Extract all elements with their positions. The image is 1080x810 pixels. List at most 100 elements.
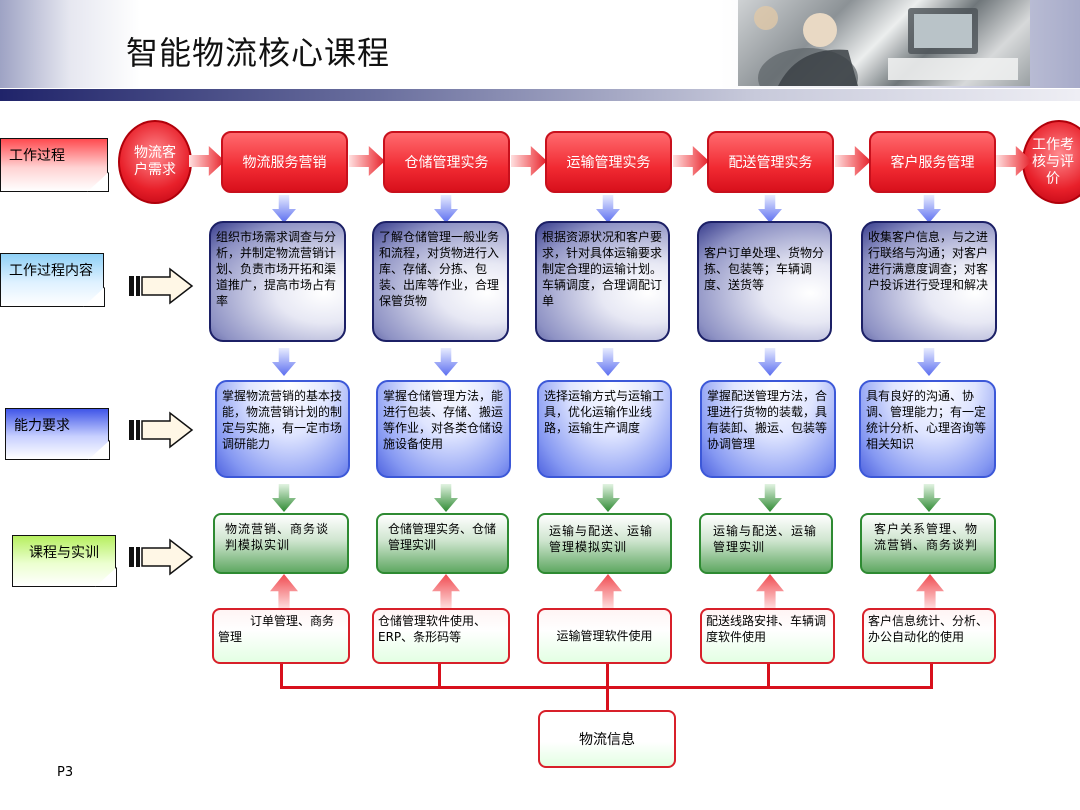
content-box-4: 客户订单处理、货物分拣、包装等；车辆调度、送货等 <box>697 221 832 342</box>
connector-line <box>280 664 283 688</box>
header-rule <box>0 89 1080 101</box>
label-work-process-text: 工作过程 <box>9 148 65 164</box>
ability-box-text: 掌握物流营销的基本技能，物流营销计划的制定与实施，有一定市场调研能力 <box>222 389 343 451</box>
down-arrow-icon <box>272 484 296 512</box>
connector-line <box>930 664 933 688</box>
down-arrow-icon <box>596 195 620 223</box>
page-number: P3 <box>57 765 74 780</box>
up-arrow-icon <box>756 574 784 610</box>
label-ability-text: 能力要求 <box>14 418 70 434</box>
down-arrow-icon <box>434 484 458 512</box>
connector-line <box>767 664 770 688</box>
ability-box-1: 掌握物流营销的基本技能，物流营销计划的制定与实施，有一定市场调研能力 <box>215 380 350 478</box>
down-arrow-icon <box>272 348 296 376</box>
logistics-information-node: 物流信息 <box>538 710 676 768</box>
end-node-text: 工作考核与评价 <box>1032 136 1074 187</box>
hollow-arrow-icon <box>129 411 194 449</box>
connector-line <box>438 664 441 688</box>
start-node-customer-demand: 物流客户需求 <box>118 120 192 204</box>
software-box-text: 配送线路安排、车辆调度软件使用 <box>706 614 827 644</box>
software-box-3: 运输管理软件使用 <box>537 608 672 664</box>
course-box-text: 运输与配送、运输管理模拟实训 <box>549 524 654 554</box>
process-box-text: 配送管理实务 <box>728 155 813 171</box>
down-arrow-icon <box>596 484 620 512</box>
ability-box-text: 选择运输方式与运输工具，优化运输作业线路，运输生产调度 <box>544 389 665 435</box>
software-box-text: 订单管理、商务管理 <box>218 614 335 644</box>
content-box-1: 组织市场需求调查与分析，并制定物流营销计划、负责市场开拓和渠道推广，提高市场占有… <box>209 221 346 342</box>
process-box-1: 物流服务营销 <box>221 131 348 193</box>
flow-arrow-icon <box>673 146 709 176</box>
process-box-5: 客户服务管理 <box>869 131 996 193</box>
software-box-4: 配送线路安排、车辆调度软件使用 <box>700 608 835 664</box>
up-arrow-icon <box>432 574 460 610</box>
down-arrow-icon <box>596 348 620 376</box>
course-box-3: 运输与配送、运输管理模拟实训 <box>537 513 672 574</box>
process-box-3: 运输管理实务 <box>545 131 672 193</box>
course-box-5: 客户关系管理、物流营销、商务谈判 <box>860 513 996 574</box>
software-box-2: 仓储管理软件使用、ERP、条形码等 <box>372 608 510 664</box>
content-box-text: 根据资源状况和客户要求，针对具体运输要求制定合理的运输计划。车辆调度，合理调配订… <box>542 230 663 308</box>
software-box-text: 运输管理软件使用 <box>556 629 653 643</box>
flow-arrow-icon <box>189 146 225 176</box>
ability-box-3: 选择运输方式与运输工具，优化运输作业线路，运输生产调度 <box>537 380 672 478</box>
down-arrow-icon <box>758 484 782 512</box>
down-arrow-icon <box>434 195 458 223</box>
down-arrow-icon <box>272 195 296 223</box>
up-arrow-icon <box>270 574 298 610</box>
hollow-arrow-icon <box>129 267 194 305</box>
process-box-text: 仓储管理实务 <box>404 155 489 171</box>
process-box-text: 运输管理实务 <box>566 155 651 171</box>
content-box-text: 客户订单处理、货物分拣、包装等；车辆调度、送货等 <box>704 246 825 292</box>
content-box-5: 收集客户信息，与之进行联络与沟通；对客户进行满意度调查；对客户投诉进行受理和解决 <box>861 221 997 342</box>
down-arrow-icon <box>434 348 458 376</box>
course-box-text: 运输与配送、运输管理实训 <box>713 524 818 554</box>
logistics-information-text: 物流信息 <box>579 732 635 748</box>
down-arrow-icon <box>758 348 782 376</box>
hollow-arrow-icon <box>129 538 194 576</box>
label-work-content: 工作过程内容 <box>0 253 104 307</box>
course-box-4: 运输与配送、运输管理实训 <box>699 513 833 574</box>
page-title: 智能物流核心课程 <box>126 34 391 72</box>
down-arrow-icon <box>917 348 941 376</box>
start-node-text: 物流客户需求 <box>134 145 176 178</box>
end-node-evaluation: 工作考核与评价 <box>1022 120 1080 204</box>
course-box-text: 物流营销、商务谈判模拟实训 <box>225 522 330 552</box>
content-box-2: 了解仓储管理一般业务和流程，对货物进行入库、存储、分拣、包装、出库等作业，合理保… <box>372 221 509 342</box>
course-box-1: 物流营销、商务谈判模拟实训 <box>213 513 349 574</box>
ability-box-text: 具有良好的沟通、协调、管理能力；有一定统计分析、心理咨询等相关知识 <box>866 389 987 451</box>
label-course-text: 课程与实训 <box>29 545 99 561</box>
header-photo <box>738 0 1030 86</box>
ability-box-5: 具有良好的沟通、协调、管理能力；有一定统计分析、心理咨询等相关知识 <box>859 380 996 478</box>
flow-arrow-icon <box>511 146 547 176</box>
process-box-2: 仓储管理实务 <box>383 131 510 193</box>
label-work-process: 工作过程 <box>0 138 108 192</box>
content-box-3: 根据资源状况和客户要求，针对具体运输要求制定合理的运输计划。车辆调度，合理调配订… <box>535 221 670 342</box>
up-arrow-icon <box>916 574 944 610</box>
process-box-text: 物流服务营销 <box>242 155 327 171</box>
ability-box-text: 掌握配送管理方法，合理进行货物的装载，具有装卸、搬运、包装等协调管理 <box>707 389 828 451</box>
software-box-text: 客户信息统计、分析、办公自动化的使用 <box>868 614 989 644</box>
content-box-text: 了解仓储管理一般业务和流程，对货物进行入库、存储、分拣、包装、出库等作业，合理保… <box>379 230 500 308</box>
down-arrow-icon <box>758 195 782 223</box>
software-box-5: 客户信息统计、分析、办公自动化的使用 <box>862 608 996 664</box>
course-box-2: 仓储管理实务、仓储管理实训 <box>376 513 509 574</box>
ability-box-4: 掌握配送管理方法，合理进行货物的装载，具有装卸、搬运、包装等协调管理 <box>700 380 836 478</box>
software-box-text: 仓储管理软件使用、ERP、条形码等 <box>378 614 487 644</box>
software-box-1: 订单管理、商务管理 <box>212 608 350 664</box>
content-box-text: 收集客户信息，与之进行联络与沟通；对客户进行满意度调查；对客户投诉进行受理和解决 <box>868 230 989 292</box>
process-box-4: 配送管理实务 <box>707 131 834 193</box>
course-box-text: 客户关系管理、物流营销、商务谈判 <box>874 522 979 552</box>
flow-arrow-icon <box>835 146 871 176</box>
up-arrow-icon <box>594 574 622 610</box>
label-ability: 能力要求 <box>5 408 109 460</box>
content-box-text: 组织市场需求调查与分析，并制定物流营销计划、负责市场开拓和渠道推广，提高市场占有… <box>216 230 337 308</box>
process-box-text: 客户服务管理 <box>890 155 975 171</box>
down-arrow-icon <box>917 195 941 223</box>
connector-line <box>606 686 609 710</box>
ability-box-2: 掌握仓储管理方法，能进行包装、存储、搬运等作业，对各类仓储设施设备使用 <box>376 380 511 478</box>
ability-box-text: 掌握仓储管理方法，能进行包装、存储、搬运等作业，对各类仓储设施设备使用 <box>383 389 504 451</box>
connector-line <box>606 664 609 688</box>
flow-arrow-icon <box>349 146 385 176</box>
label-course: 课程与实训 <box>12 535 116 587</box>
course-box-text: 仓储管理实务、仓储管理实训 <box>388 522 497 552</box>
